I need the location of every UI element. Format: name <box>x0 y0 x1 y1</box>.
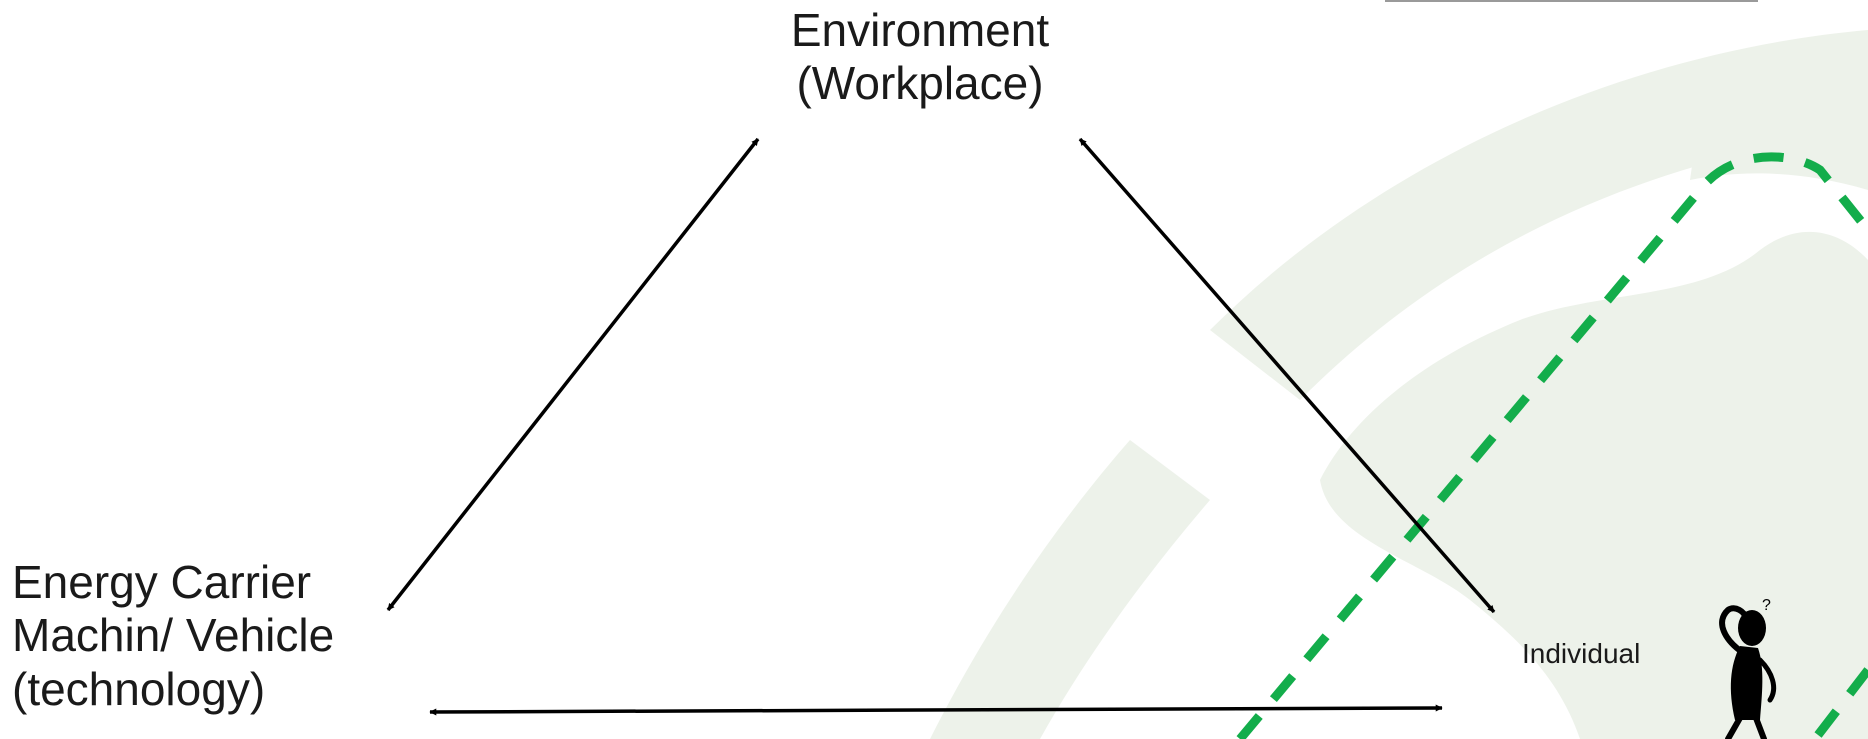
node-environment: Environment (Workplace) <box>740 4 1100 111</box>
node-energy-carrier: Energy Carrier Machin/ Vehicle (technolo… <box>12 556 334 716</box>
arrow-energy-individual <box>429 704 1443 716</box>
svg-text:?: ? <box>1762 597 1771 614</box>
environment-title: Environment <box>790 4 1050 56</box>
arrow-environment-individual <box>1078 137 1496 614</box>
environment-subtitle: (Workplace) <box>796 57 1044 110</box>
energy-carrier-machine: Machin/ Vehicle <box>12 609 335 662</box>
energy-carrier-title: Energy Carrier <box>12 556 312 608</box>
energy-carrier-technology: (technology) <box>12 662 266 715</box>
arrow-energy-environment <box>386 137 760 612</box>
node-individual: Individual <box>1522 638 1641 669</box>
thinking-person-icon: ? <box>1719 597 1777 739</box>
dashed-boundary <box>1236 152 1868 739</box>
